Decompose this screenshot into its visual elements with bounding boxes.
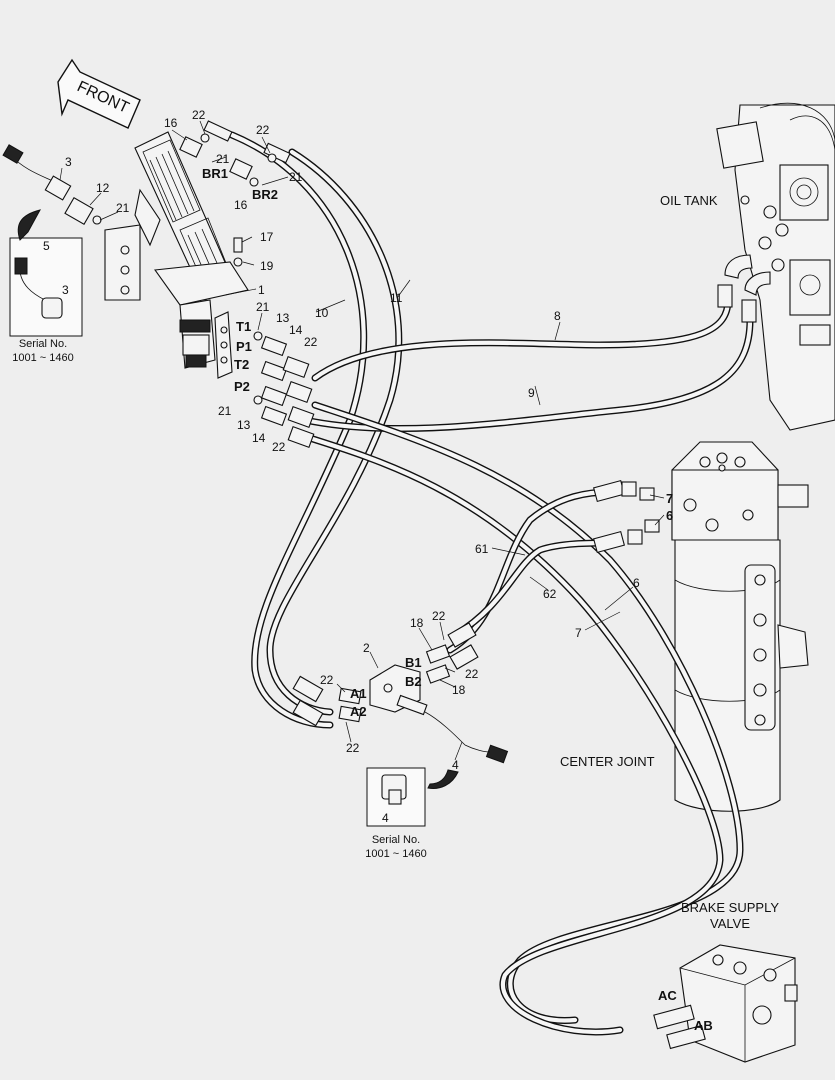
- part-22-g: 22: [320, 673, 334, 687]
- part-1: 1: [258, 283, 265, 297]
- part-10: 10: [315, 306, 329, 320]
- pressure-switch-3: [2, 144, 102, 226]
- part-22-d: 22: [272, 440, 286, 454]
- port-ac: AC: [658, 988, 677, 1003]
- part-16-a: 16: [164, 116, 178, 130]
- detail-box-switch-5: [9, 209, 83, 337]
- port-a1: A1: [350, 686, 367, 701]
- serial-range-top: 1001 ~ 1460: [12, 352, 73, 364]
- part-17: 17: [260, 230, 274, 244]
- part-8: 8: [554, 309, 561, 323]
- hose-11: [266, 148, 403, 716]
- center-joint-fittings: [592, 479, 660, 554]
- port-b1: B1: [405, 655, 422, 670]
- hose-10: [228, 131, 368, 729]
- oil-tank: [716, 102, 835, 431]
- part-21-e: 21: [218, 404, 232, 418]
- brake-pedal: [104, 131, 249, 379]
- detail-box-switch-4: [366, 767, 459, 827]
- brake-supply-valve: [653, 944, 798, 1063]
- serial-label-bottom: Serial No.: [372, 834, 420, 846]
- part-16-b: 16: [234, 198, 248, 212]
- part-21-c: 21: [289, 170, 303, 184]
- part-2: 2: [363, 641, 370, 655]
- port-br2: BR2: [252, 187, 278, 202]
- text-labels: OIL TANK CENTER JOINT BRAKE SUPPLY VALVE…: [12, 108, 779, 1033]
- part-21-b: 21: [216, 152, 230, 166]
- port-br1: BR1: [202, 166, 228, 181]
- part-9: 9: [528, 386, 535, 400]
- port-cj-7: 7: [666, 491, 673, 506]
- part-4-detail: 4: [382, 811, 389, 825]
- serial-range-bottom: 1001 ~ 1460: [365, 848, 426, 860]
- port-b2: B2: [405, 674, 422, 689]
- part-22-c: 22: [304, 335, 318, 349]
- leader-lines: [59, 120, 665, 761]
- brake-supply-valve-label-1: BRAKE SUPPLY: [681, 900, 779, 915]
- port-t2: T2: [234, 357, 249, 372]
- part-3-main: 3: [65, 155, 72, 169]
- part-6: 6: [633, 576, 640, 590]
- port-t1: T1: [236, 319, 251, 334]
- part-21-d: 21: [256, 300, 270, 314]
- part-62: 62: [543, 587, 557, 601]
- port-p1: P1: [236, 339, 252, 354]
- part-22-a: 22: [192, 108, 206, 122]
- hose-61: [446, 488, 614, 654]
- part-7: 7: [575, 626, 582, 640]
- oil-tank-label: OIL TANK: [660, 193, 718, 208]
- part-22-f: 22: [465, 667, 479, 681]
- part-14-a: 14: [289, 323, 303, 337]
- part-22-e: 22: [432, 609, 446, 623]
- part-21-a: 21: [116, 201, 130, 215]
- brake-supply-valve-label-2: VALVE: [710, 916, 750, 931]
- hose-8: [311, 296, 732, 382]
- hose-7: [296, 431, 724, 1036]
- valve-port-fittings: [253, 331, 315, 449]
- shuttle-valve-2: [292, 622, 509, 764]
- port-p2: P2: [234, 379, 250, 394]
- part-19: 19: [260, 259, 274, 273]
- front-arrow: FRONT: [57, 58, 141, 129]
- part-14-b: 14: [252, 431, 266, 445]
- part-22-b: 22: [256, 123, 270, 137]
- part-13-a: 13: [276, 311, 290, 325]
- hose-62: [451, 539, 614, 639]
- hoses: [228, 131, 754, 1036]
- oil-tank-fittings: [717, 254, 771, 323]
- part-18-a: 18: [410, 616, 424, 630]
- part-12: 12: [96, 181, 110, 195]
- part-11: 11: [390, 291, 403, 305]
- part-18-b: 18: [452, 683, 466, 697]
- port-ab: AB: [694, 1018, 713, 1033]
- part-5: 5: [43, 239, 50, 253]
- part-61: 61: [475, 542, 489, 556]
- port-cj-6: 6: [666, 508, 673, 523]
- pedal-top-fittings: [179, 120, 291, 187]
- port-a2: A2: [350, 704, 367, 719]
- center-joint-label: CENTER JOINT: [560, 754, 655, 769]
- part-13-b: 13: [237, 418, 251, 432]
- serial-label-top: Serial No.: [19, 338, 67, 350]
- part-4-main: 4: [452, 758, 459, 772]
- part-3-detail: 3: [62, 283, 69, 297]
- center-joint: [671, 441, 809, 812]
- part-22-h: 22: [346, 741, 360, 755]
